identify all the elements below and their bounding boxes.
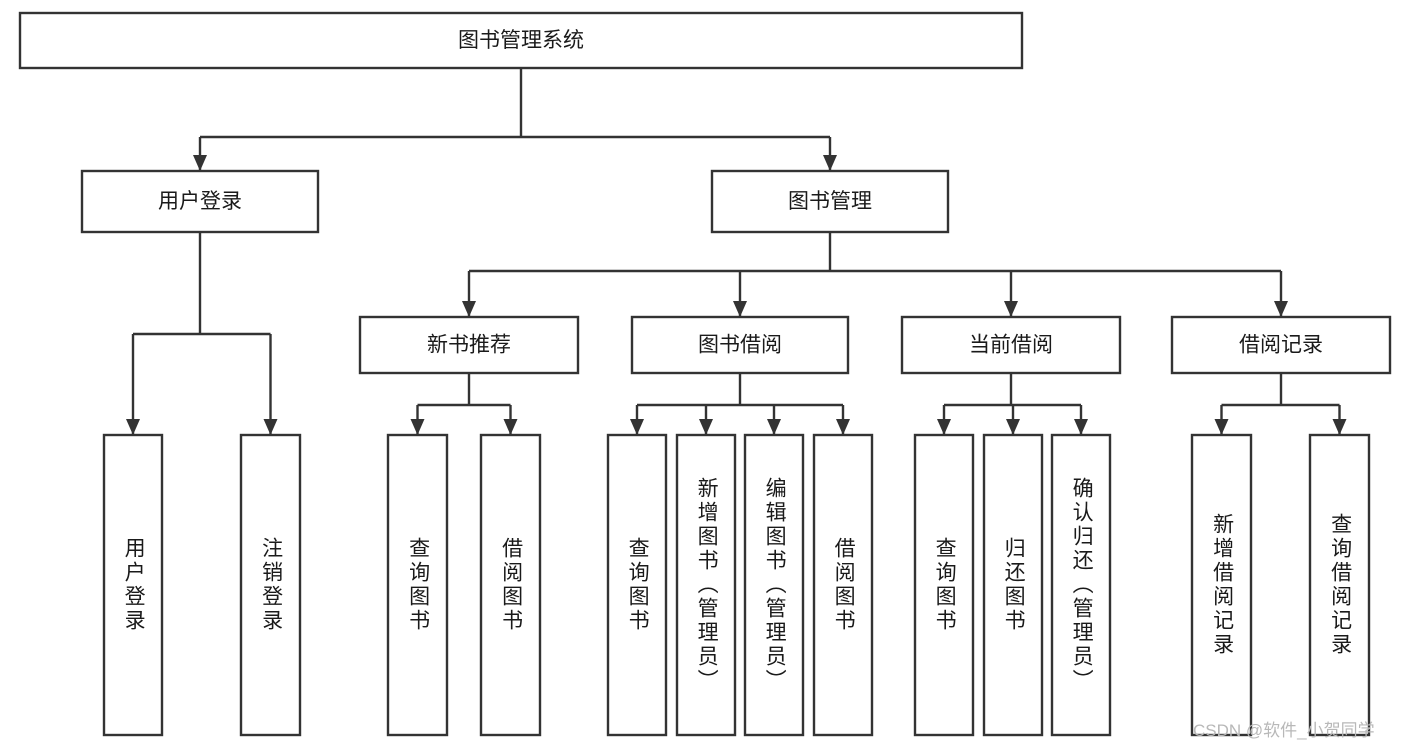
connector-layer	[126, 68, 1347, 435]
node-label-book-borrow: 图书借阅	[698, 334, 782, 357]
arrow-head-icon	[699, 419, 713, 435]
node-box-br-add[interactable]	[1190, 433, 1253, 737]
node-box-nbr-query[interactable]	[386, 433, 449, 737]
arrow-head-icon	[503, 419, 518, 435]
arrow-head-icon	[193, 155, 207, 171]
node-box-bb-edit[interactable]	[743, 433, 805, 737]
arrow-head-icon	[462, 301, 476, 317]
arrow-head-icon	[263, 419, 278, 435]
node-box-current-borrow[interactable]	[900, 315, 1122, 375]
arrow-head-icon	[1214, 419, 1229, 435]
node-box-user-login[interactable]	[80, 169, 320, 234]
arrow-head-icon	[410, 419, 425, 435]
node-box-bb-borrow[interactable]	[812, 433, 874, 737]
node-box-borrow-record[interactable]	[1170, 315, 1392, 375]
node-box-cb-return[interactable]	[982, 433, 1044, 737]
node-box-book-borrow[interactable]	[630, 315, 850, 375]
arrow-head-icon	[836, 419, 850, 435]
node-label-new-book-rec: 新书推荐	[427, 334, 511, 357]
arrow-head-icon	[1006, 419, 1020, 435]
arrow-head-icon	[1274, 301, 1288, 317]
arrow-head-icon	[733, 301, 747, 317]
arrow-head-icon	[767, 419, 781, 435]
node-label-book-manage: 图书管理	[788, 190, 872, 213]
arrow-head-icon	[630, 419, 644, 435]
node-label-root: 图书管理系统	[458, 29, 584, 52]
csdn-watermark: CSDN @软件_小贺同学	[1193, 721, 1375, 740]
node-box-br-query[interactable]	[1308, 433, 1371, 737]
node-label-current-borrow: 当前借阅	[969, 334, 1053, 357]
node-box-leaf-user-login[interactable]	[102, 433, 164, 737]
node-box-root[interactable]	[18, 11, 1024, 70]
node-box-cb-query[interactable]	[913, 433, 975, 737]
arrow-head-icon	[1074, 419, 1088, 435]
arrow-head-icon	[1332, 419, 1347, 435]
node-box-cb-confirm[interactable]	[1050, 433, 1112, 737]
node-label-user-login: 用户登录	[158, 190, 242, 213]
node-box-new-book-rec[interactable]	[358, 315, 580, 375]
arrow-head-icon	[1004, 301, 1018, 317]
arrow-head-icon	[126, 419, 140, 435]
arrow-head-icon	[937, 419, 951, 435]
node-box-book-manage[interactable]	[710, 169, 950, 234]
node-box-leaf-user-logout[interactable]	[239, 433, 302, 737]
node-box-bb-query[interactable]	[606, 433, 668, 737]
node-box-bb-add[interactable]	[675, 433, 737, 737]
node-label-borrow-record: 借阅记录	[1239, 334, 1323, 357]
arrow-head-icon	[823, 155, 837, 171]
node-box-nbr-borrow[interactable]	[479, 433, 542, 737]
